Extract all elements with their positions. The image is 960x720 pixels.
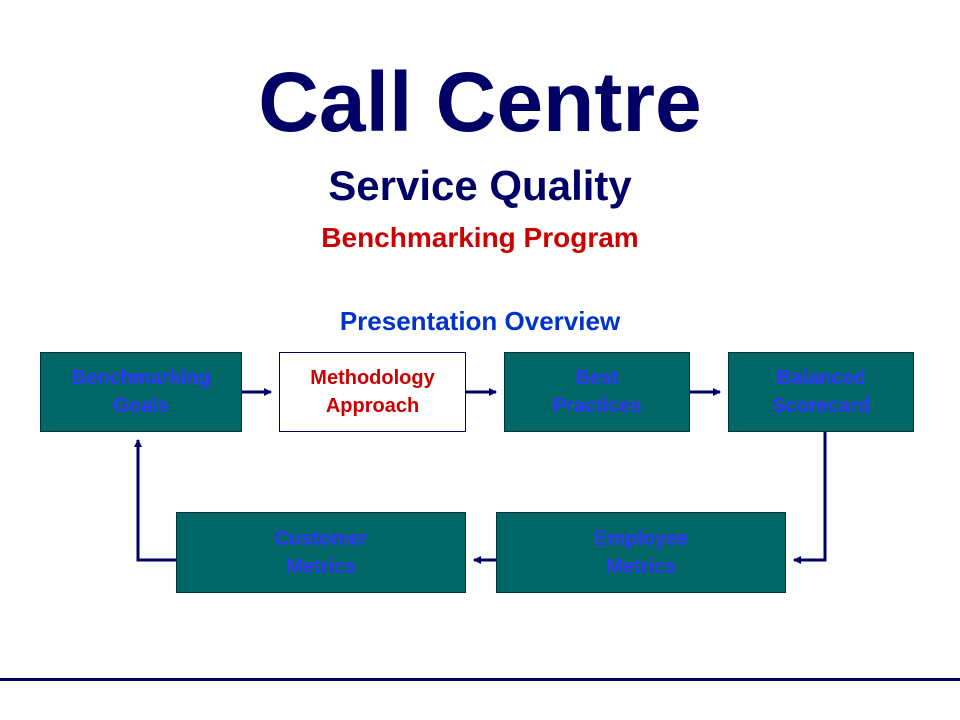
section-heading: Presentation Overview — [339, 306, 621, 336]
node-best-practices: Best Practices — [504, 352, 690, 432]
arrow-customer-metrics-to-goals — [134, 439, 176, 562]
slide-subtitle-program: Benchmarking Program — [321, 222, 639, 253]
slide-title: Call Centre — [258, 55, 702, 149]
slide-subtitle: Service Quality — [328, 162, 632, 209]
node-methodology-approach: Methodology Approach — [279, 352, 466, 432]
arrow-scorecard-to-employee-metrics — [793, 432, 827, 564]
footer-rule — [0, 678, 960, 681]
node-employee-metrics: Employee Metrics — [496, 512, 786, 593]
node-balanced-scorecard: Balanced Scorecard — [728, 352, 914, 432]
node-customer-metrics: Customer Metrics — [176, 512, 466, 593]
node-benchmarking-goals: Benchmarking Goals — [40, 352, 242, 432]
